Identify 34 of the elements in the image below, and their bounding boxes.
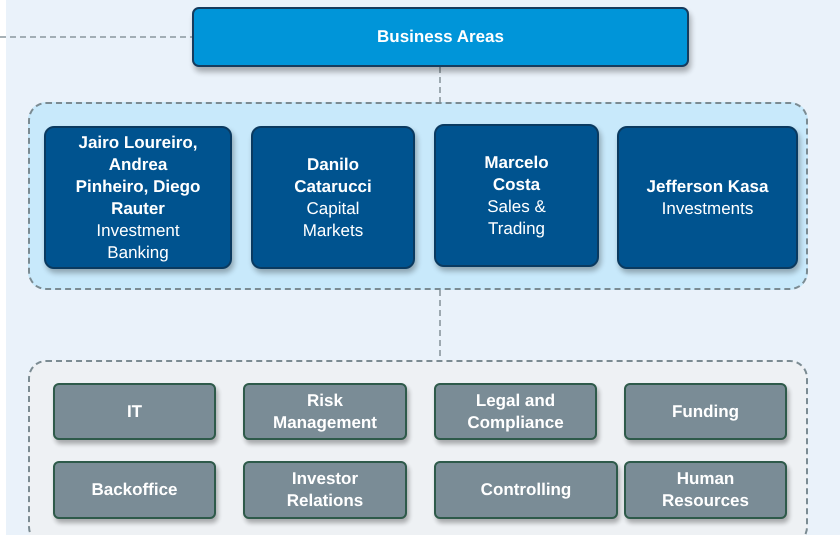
function-box (53, 461, 216, 519)
business-area-box (434, 124, 599, 267)
function-box (53, 383, 216, 440)
area-name: Sales & Trading (486, 196, 547, 240)
function-box (624, 461, 787, 519)
box-label: Business Areas (377, 27, 504, 47)
person-names: Danilo Catarucci (293, 154, 373, 198)
business-area-box (617, 126, 798, 269)
business-area-box (44, 126, 232, 269)
box-label: IT (126, 400, 142, 422)
function-box (243, 383, 407, 440)
area-name: Investment Banking (95, 220, 181, 264)
person-names: Jefferson Kasa (646, 176, 768, 198)
box-label: Legal and Compliance (466, 390, 565, 434)
person-names: Marcelo Costa (483, 152, 550, 196)
box-label: Investor Relations (286, 468, 364, 512)
box-label: Backoffice (92, 479, 178, 501)
function-box (434, 461, 618, 519)
box-label: Funding (672, 400, 740, 422)
group-panel (28, 360, 808, 535)
box-label: Risk Management (272, 390, 378, 434)
function-box (434, 383, 597, 440)
header-box (192, 7, 689, 67)
business-area-box (251, 126, 415, 269)
group-panel (28, 102, 808, 290)
person-names: Jairo Loureiro, Andrea Pinheiro, Diego Rauter (74, 132, 202, 220)
connector-line (0, 36, 192, 38)
box-label: Human Resources (661, 468, 750, 512)
connector-line (439, 67, 441, 102)
function-box (243, 461, 407, 519)
area-name: Investments (662, 198, 754, 220)
function-box (624, 383, 787, 440)
area-name: Capital Markets (302, 198, 364, 242)
box-label: Controlling (480, 479, 572, 501)
